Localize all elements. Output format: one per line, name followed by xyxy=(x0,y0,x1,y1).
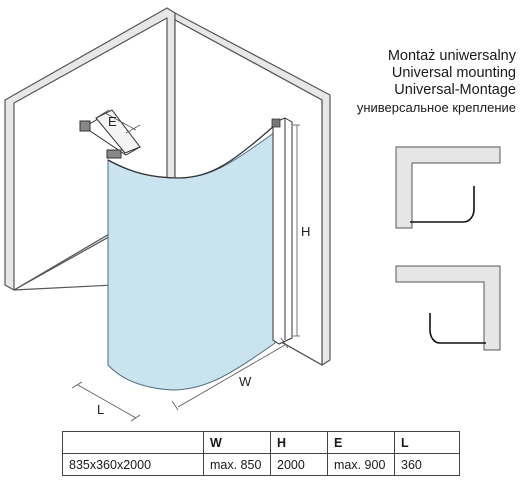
table-row: 835x360x2000 max. 850 2000 max. 900 360 xyxy=(62,453,460,476)
specs-header-cell xyxy=(62,431,204,454)
mounting-label-en: Universal mounting xyxy=(391,65,516,81)
profile-top-cap xyxy=(271,118,281,128)
dimension-l xyxy=(71,381,141,422)
mounting-label-ru: универсальное крепление xyxy=(356,100,516,115)
mounting-icon-top xyxy=(395,146,501,229)
dimension-e-label: E xyxy=(108,114,117,129)
specs-cell: 2000 xyxy=(270,453,328,476)
dimension-w xyxy=(171,337,289,411)
specs-cell: max. 850 xyxy=(203,453,271,476)
specs-table: W H E L 835x360x2000 max. 850 2000 max. … xyxy=(62,431,460,476)
dimension-l-label: L xyxy=(97,402,104,417)
dimension-h xyxy=(293,124,300,337)
mounting-label-pl: Montaż uniwersalny xyxy=(387,48,516,64)
dimension-w-label: W xyxy=(239,374,252,389)
dimension-e xyxy=(98,109,141,134)
mounting-label-de: Universal-Montage xyxy=(394,82,516,98)
specs-cell: 835x360x2000 xyxy=(62,453,204,476)
dimension-h-label: H xyxy=(301,224,310,239)
specs-header-cell: W xyxy=(203,431,271,454)
wall-profile xyxy=(272,117,293,345)
glass-top-edge xyxy=(107,124,276,179)
stabilizer-bar xyxy=(79,109,141,159)
mounting-icon-bottom xyxy=(395,265,501,351)
specs-cell: max. 900 xyxy=(327,453,395,476)
specs-header-cell: E xyxy=(327,431,395,454)
specs-cell: 360 xyxy=(394,453,460,476)
specs-header-cell: L xyxy=(394,431,460,454)
mounting-caption: Montaż uniwersalny Universal mounting Un… xyxy=(357,48,516,116)
specs-header-cell: H xyxy=(270,431,328,454)
specs-header-row: W H E L xyxy=(62,431,460,454)
